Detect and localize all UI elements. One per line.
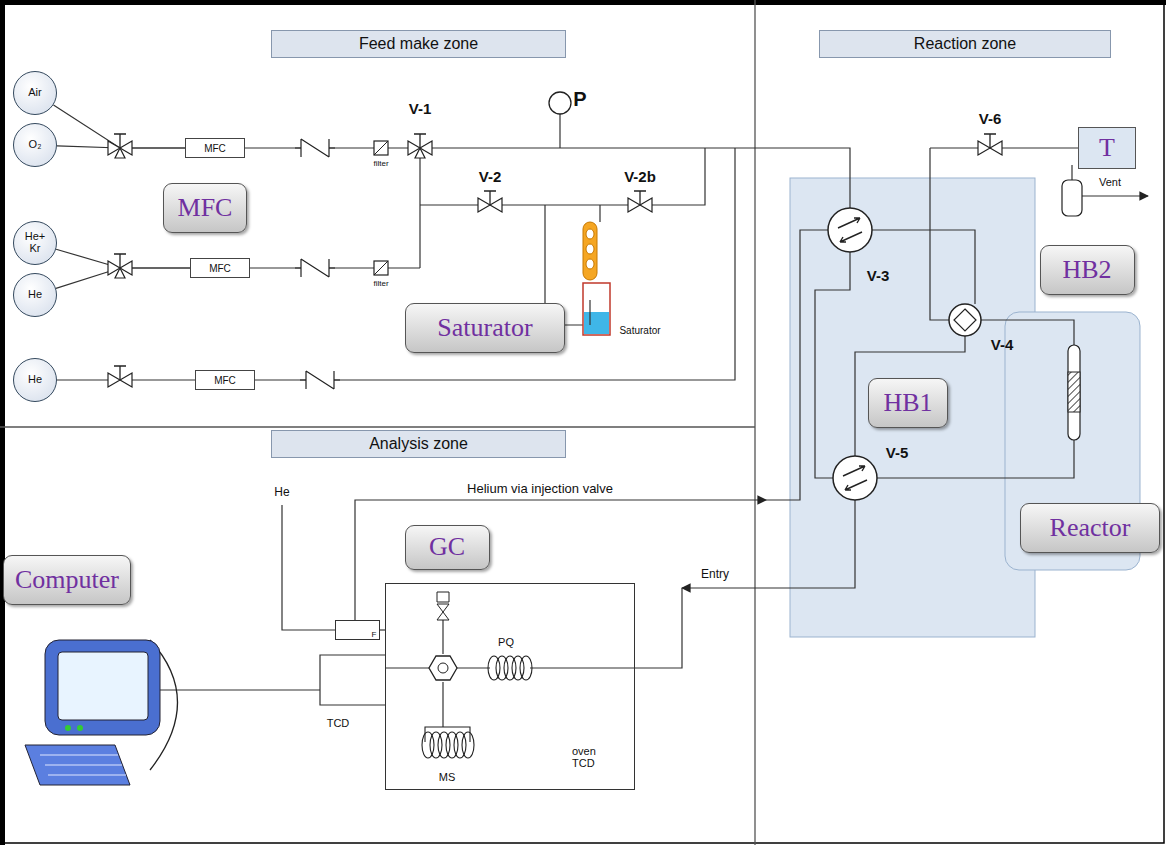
node-text: He [28,374,42,386]
mfc-box: MFC [190,258,250,278]
gas-cylinder: He+ Kr [13,221,57,265]
node-text: Reaction zone [819,30,1111,58]
node-text: Computer [15,565,119,595]
line-label: Entry [701,567,729,581]
gas-label: He [274,485,289,499]
node-text: He [28,289,42,301]
valve-label: V-1 [409,100,432,117]
valve-label: V-2 [479,168,502,185]
valve-label: V-6 [979,110,1002,127]
section-tag: Reactor [1020,503,1160,553]
mfc-box: MFC [185,138,245,158]
vent-label: Vent [1099,176,1121,188]
valve-label: V-5 [886,444,909,461]
node-text: O₂ [29,139,42,151]
column-label: MS [439,771,456,783]
section-tag: HB2 [1040,245,1135,295]
zone-panel: Reaction zoneT HB2HB1Reactor [755,0,1166,845]
gas-line [56,249,190,268]
section-tag: HB1 [868,378,948,428]
node-text: Feed make zone [271,30,566,58]
section-tag: Computer [3,555,131,605]
gas-cylinder: He [13,358,57,402]
line-label: Helium via injection valve [467,481,613,496]
node-text: Analysis zone [271,430,566,458]
node-text: Saturator [437,313,532,343]
node-text: HB2 [1062,255,1111,285]
node-text: MFC [214,375,236,386]
gas-cylinder: O₂ [13,123,57,167]
section-tag: MFC [163,183,247,233]
node-text: Reactor [1050,513,1131,543]
filter-label: filter [373,159,388,168]
node-text: MFC [209,263,231,274]
node-text: GC [429,532,465,562]
filter-label: filter [373,279,388,288]
mfc-box: MFC [195,370,255,390]
valve-label: V-3 [867,267,890,284]
saturator-label: Saturator [619,325,660,336]
zone-panel: Analysis zoneGC Foven TCD Computer [0,427,755,845]
gauge-label: P [573,88,586,111]
column-label: PQ [498,636,514,648]
gas-cylinder: Air [13,71,57,115]
thermo-box: T [1078,127,1136,169]
detector-label: TCD [327,717,350,729]
gc-oven: oven TCD [385,583,635,790]
node-text: Air [28,87,41,99]
valve-label: V-4 [991,336,1014,353]
node-text: MFC [178,193,233,223]
node-text: He+ Kr [23,231,47,254]
node-text: oven TCD [572,745,616,769]
section-tag: GC [405,525,490,570]
valve-label: V-2b [624,168,656,185]
node-text: HB1 [883,388,932,418]
node-text: MFC [204,143,226,154]
node-text: F [372,630,377,639]
flow-controller: F [335,620,380,640]
section-tag: Saturator [405,303,565,353]
zone-panel: Feed make zoneAirO₂He+ KrHeHeMFCMFCMFCMF… [0,0,755,427]
gas-line [53,105,185,148]
node-text: T [1099,133,1115,163]
gas-cylinder: He [13,273,57,317]
